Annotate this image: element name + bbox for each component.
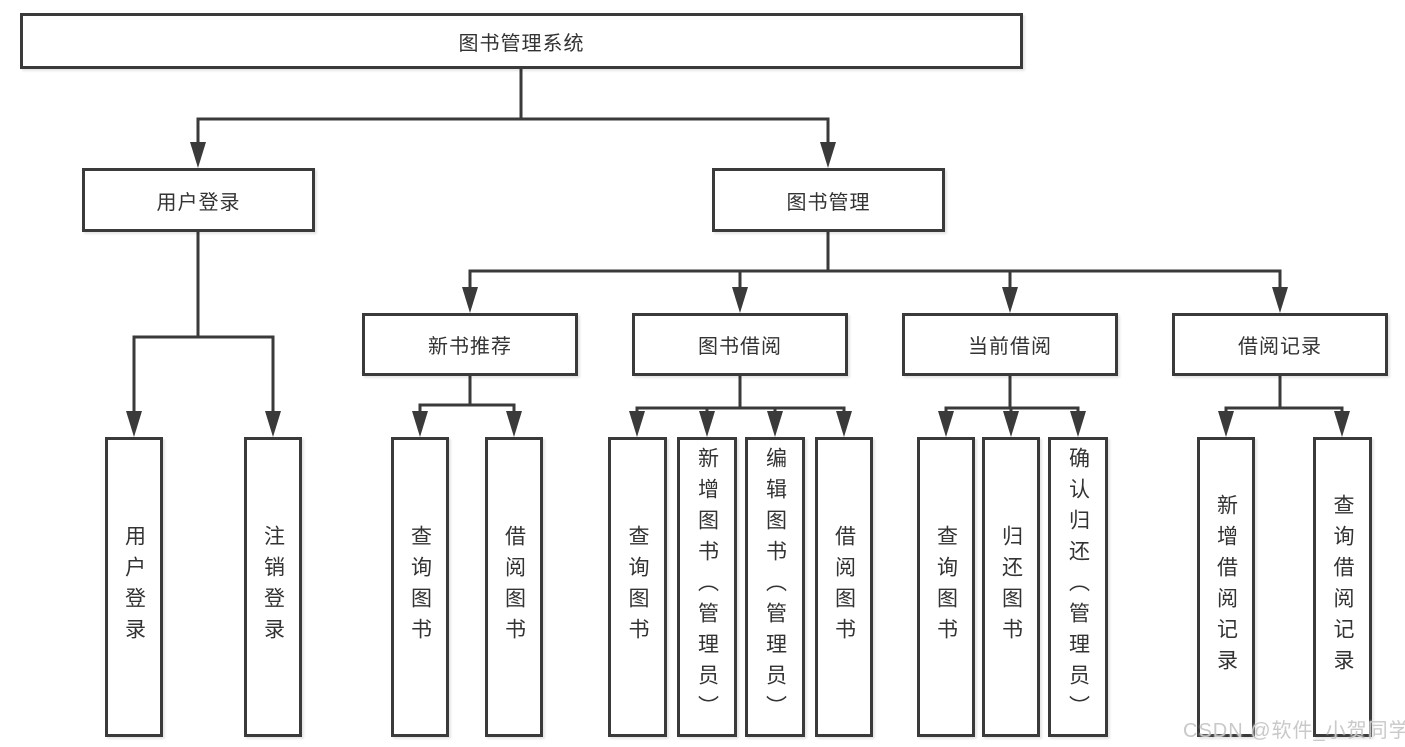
- leaf-add-borrow-record: 新增借阅记录: [1197, 437, 1255, 737]
- leaf-edit-books-admin: 编辑图书（管理员）: [745, 437, 805, 737]
- connector-borrow-records: [1224, 374, 1344, 414]
- node-new-book-recommend-label: 新书推荐: [428, 336, 512, 358]
- leaf-current-query-books-label: 查询图书: [934, 525, 958, 649]
- node-borrow-records-label: 借阅记录: [1238, 336, 1322, 358]
- leaf-current-query-books: 查询图书: [917, 437, 975, 737]
- node-system-root: 图书管理系统: [20, 13, 1023, 69]
- leaf-newbook-borrow-books-label: 借阅图书: [502, 525, 526, 649]
- node-current-borrow: 当前借阅: [902, 313, 1118, 376]
- connector-book-mgmt: [468, 230, 1282, 291]
- leaf-add-books-admin-label: 新增图书（管理员）: [695, 447, 719, 726]
- leaf-borrow-query-books: 查询图书: [608, 437, 667, 737]
- node-book-management-label: 图书管理: [786, 191, 871, 214]
- leaf-add-borrow-record-label: 新增借阅记录: [1214, 494, 1238, 680]
- leaf-borrow-query-books-label: 查询图书: [626, 525, 649, 649]
- connector-user-login: [132, 230, 275, 414]
- leaf-newbook-query-books: 查询图书: [391, 437, 449, 737]
- node-new-book-recommend: 新书推荐: [362, 313, 578, 376]
- leaf-logout: 注销登录: [244, 437, 302, 737]
- node-user-login: 用户登录: [82, 168, 315, 232]
- node-book-borrow-label: 图书借阅: [698, 336, 782, 358]
- node-book-management: 图书管理: [712, 168, 945, 232]
- leaf-query-borrow-record-label: 查询借阅记录: [1331, 494, 1354, 680]
- leaf-edit-books-admin-label: 编辑图书（管理员）: [763, 447, 787, 726]
- leaf-newbook-borrow-books: 借阅图书: [485, 437, 543, 737]
- leaf-query-borrow-record: 查询借阅记录: [1313, 437, 1372, 737]
- connector-current-borrow: [944, 374, 1080, 414]
- node-system-root-label: 图书管理系统: [458, 32, 585, 55]
- node-borrow-records: 借阅记录: [1172, 313, 1388, 376]
- leaf-newbook-query-books-label: 查询图书: [408, 525, 432, 649]
- leaf-add-books-admin: 新增图书（管理员）: [677, 437, 737, 737]
- node-user-login-label: 用户登录: [156, 191, 241, 214]
- csdn-watermark: CSDN @软件_小贺同学: [1183, 720, 1405, 742]
- arrowheads: [126, 142, 1350, 437]
- connector-root: [196, 67, 830, 145]
- leaf-return-books: 归还图书: [982, 437, 1040, 737]
- leaf-user-login-label: 用户登录: [122, 525, 146, 649]
- leaf-confirm-return-admin-label: 确认归还（管理员）: [1066, 447, 1090, 726]
- connector-new-books: [418, 374, 516, 414]
- leaf-confirm-return-admin: 确认归还（管理员）: [1048, 437, 1108, 737]
- leaf-borrow-borrow-books-label: 借阅图书: [832, 525, 856, 649]
- node-book-borrow: 图书借阅: [632, 313, 848, 376]
- leaf-borrow-borrow-books: 借阅图书: [815, 437, 873, 737]
- leaf-logout-label: 注销登录: [261, 525, 285, 649]
- leaf-user-login: 用户登录: [105, 437, 163, 737]
- node-current-borrow-label: 当前借阅: [968, 336, 1052, 358]
- connector-book-borrow: [635, 374, 846, 414]
- leaf-return-books-label: 归还图书: [999, 525, 1023, 649]
